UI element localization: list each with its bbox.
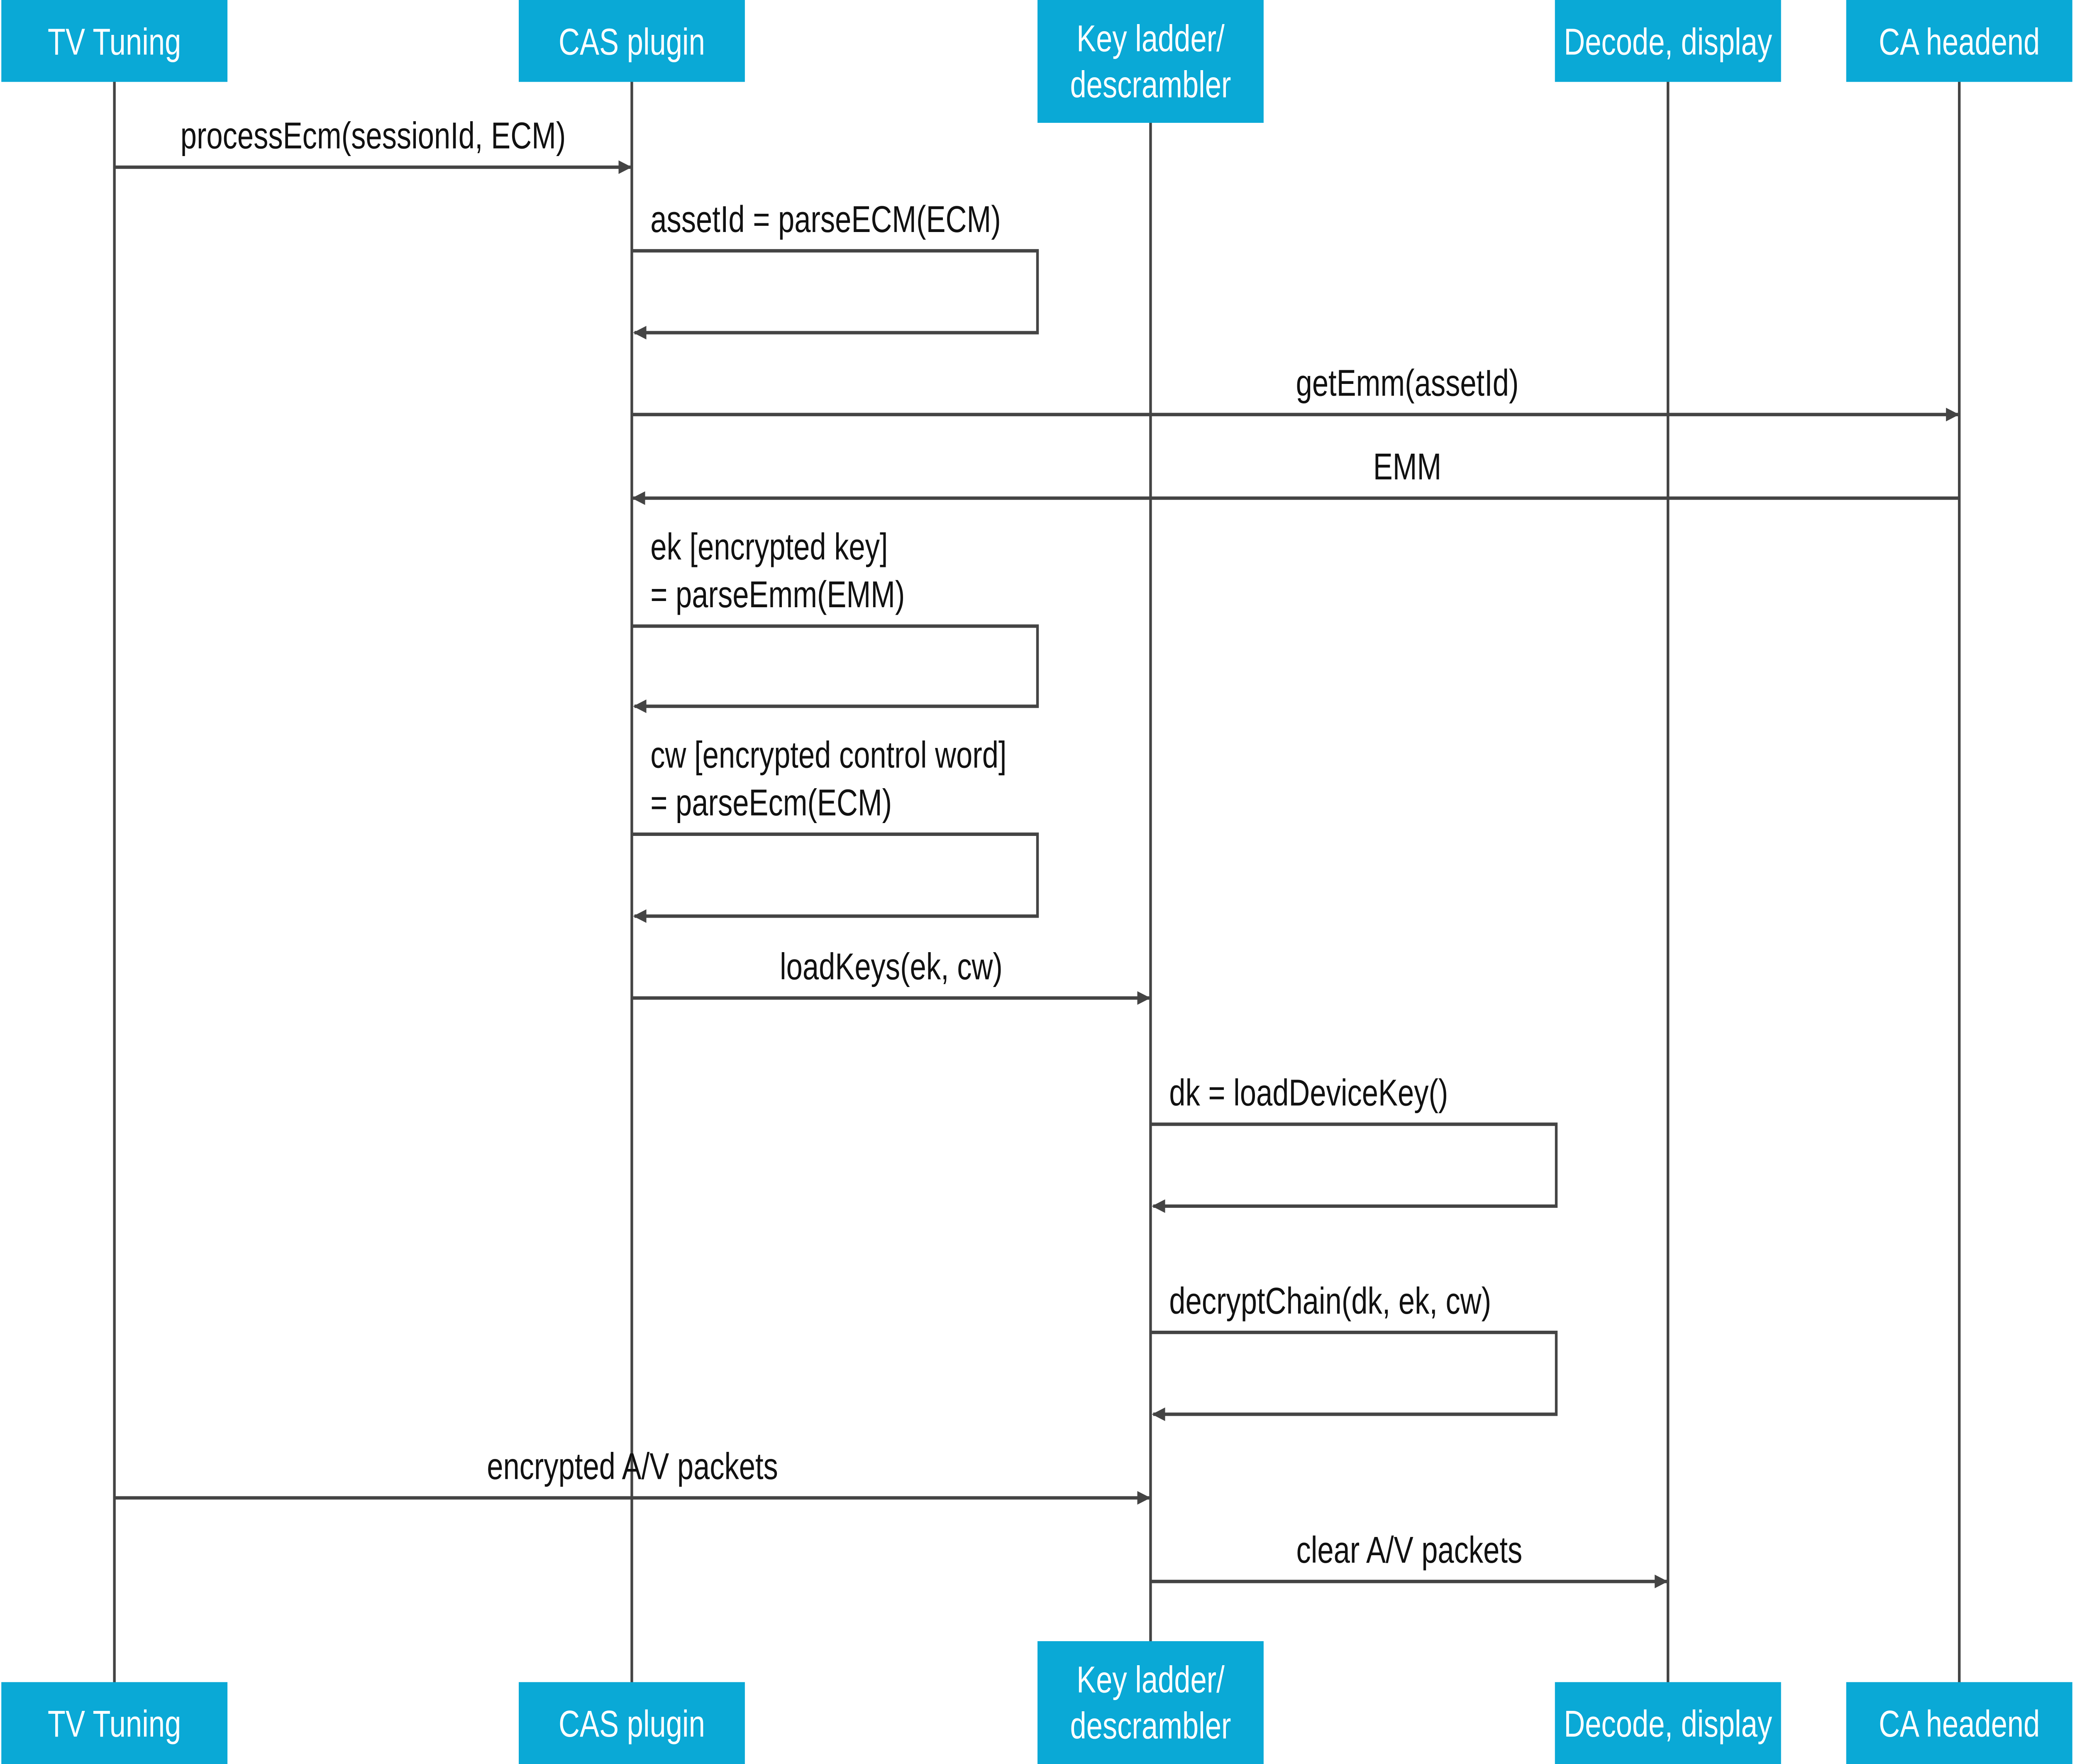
- message-label: = parseEmm(EMM): [650, 574, 905, 616]
- participant-label: CAS plugin: [559, 21, 705, 63]
- message-label: getEmm(assetId): [1296, 362, 1519, 404]
- participant-box: [1555, 0, 1781, 82]
- participant-box: [1846, 1682, 2073, 1764]
- participant-label: Key ladder/: [1077, 18, 1225, 59]
- message: decryptChain(dk, ek, cw): [1150, 1280, 1558, 1421]
- self-call-arrow: [632, 624, 1039, 713]
- message: clear A/V packets: [1150, 1529, 1668, 1588]
- message: ek [encrypted key] = parseEmm(EMM): [632, 526, 1039, 713]
- self-call-arrow: [1150, 1330, 1558, 1421]
- participant-bottom: CAS plugin: [519, 1682, 745, 1764]
- participant-top: Key ladder/descrambler: [1038, 0, 1264, 123]
- participant-label: TV Tuning: [48, 1703, 181, 1745]
- message-label: cw [encrypted control word]: [650, 734, 1006, 776]
- participant-box: [1846, 0, 2073, 82]
- self-call-arrow: [632, 832, 1039, 923]
- message-label: assetId = parseECM(ECM): [650, 199, 1001, 240]
- participant-box: [519, 1682, 745, 1764]
- message-label: clear A/V packets: [1296, 1529, 1522, 1571]
- participant-bottom: Key ladder/descrambler: [1038, 1641, 1264, 1764]
- participant-box: [519, 0, 745, 82]
- participant-label: CAS plugin: [559, 1703, 705, 1745]
- message-label: dk = loadDeviceKey(): [1169, 1072, 1448, 1114]
- participant-top: Decode, display: [1555, 0, 1781, 82]
- message-label: decryptChain(dk, ek, cw): [1169, 1280, 1491, 1322]
- message: assetId = parseECM(ECM): [632, 199, 1039, 340]
- message: loadKeys(ek, cw): [632, 946, 1151, 1005]
- participant-label: TV Tuning: [48, 21, 181, 63]
- participant-box: [1, 1682, 228, 1764]
- message-label: encrypted A/V packets: [487, 1446, 778, 1487]
- participant-label: Decode, display: [1564, 1703, 1772, 1745]
- message-label: ek [encrypted key]: [650, 526, 888, 568]
- participant-bottom: CA headend: [1846, 1682, 2073, 1764]
- participant-label: descrambler: [1070, 1705, 1231, 1747]
- message: dk = loadDeviceKey(): [1150, 1072, 1558, 1213]
- participant-bottom: TV Tuning: [1, 1682, 228, 1764]
- message: getEmm(assetId): [632, 362, 1960, 422]
- participant-label: CA headend: [1879, 21, 2040, 63]
- participant-label: Key ladder/: [1077, 1659, 1225, 1700]
- participant-box: [1038, 0, 1264, 123]
- participant-label: descrambler: [1070, 64, 1231, 105]
- participant-box: [1038, 1641, 1264, 1764]
- participant-top: CA headend: [1846, 0, 2073, 82]
- participant-label: Decode, display: [1564, 21, 1772, 63]
- message-label: loadKeys(ek, cw): [780, 946, 1003, 987]
- participant-top: CAS plugin: [519, 0, 745, 82]
- participant-label: CA headend: [1879, 1703, 2040, 1745]
- message-label: EMM: [1373, 446, 1441, 488]
- message: cw [encrypted control word] = parseEcm(EC…: [632, 734, 1039, 923]
- self-call-arrow: [632, 249, 1039, 340]
- participant-top: TV Tuning: [1, 0, 228, 82]
- self-call-arrow: [1150, 1122, 1558, 1213]
- participant-bottom: Decode, display: [1555, 1682, 1781, 1764]
- message: EMM: [632, 446, 1960, 505]
- participant-box: [1555, 1682, 1781, 1764]
- participant-box: [1, 0, 228, 82]
- message-label: processEcm(sessionId, ECM): [181, 115, 566, 156]
- message: encrypted A/V packets: [114, 1446, 1151, 1505]
- message-label: = parseEcm(ECM): [650, 782, 892, 823]
- message: processEcm(sessionId, ECM): [114, 115, 632, 174]
